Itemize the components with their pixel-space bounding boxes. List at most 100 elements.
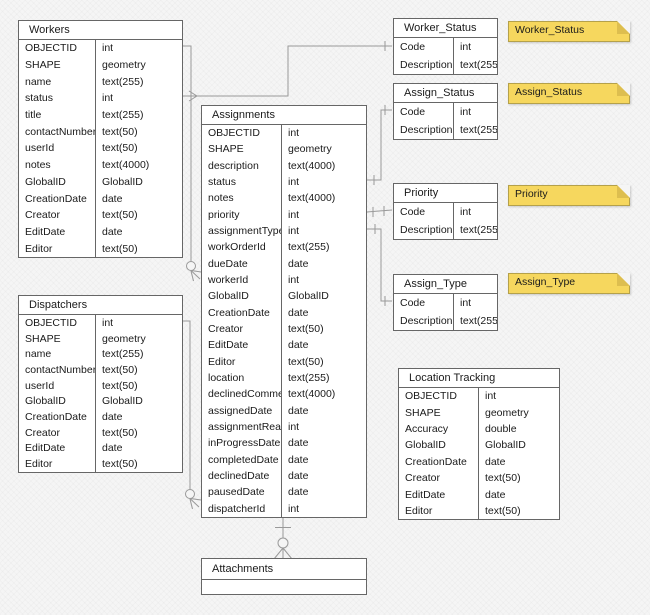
- entity-table-assign-type[interactable]: Assign_Type Code int Description text(25…: [393, 274, 498, 331]
- field-name: dispatcherId: [202, 500, 282, 517]
- table-row: workOrderId text(255): [202, 239, 366, 256]
- field-name: Editor: [202, 353, 282, 370]
- field-type: text(50): [102, 142, 138, 155]
- note-assign-type[interactable]: Assign_Type: [508, 273, 630, 294]
- table-title: Assignments: [202, 106, 366, 125]
- entity-table-dispatchers[interactable]: Dispatchers OBJECTID int SHAPE geometry …: [18, 295, 183, 473]
- table-row: dispatcherId int: [202, 500, 366, 517]
- entity-table-priority[interactable]: Priority Code int Description text(255): [393, 183, 498, 240]
- field-name: Creator: [19, 424, 96, 441]
- field-type: date: [288, 486, 309, 499]
- relation-workers-workerstatus[interactable]: [183, 41, 392, 101]
- table-title: Assign_Type: [394, 275, 497, 294]
- field-name: EditDate: [19, 440, 96, 457]
- field-type: int: [288, 176, 300, 189]
- field-type: text(4000): [288, 388, 336, 401]
- field-type: geometry: [102, 59, 146, 72]
- table-row: assignmentRead int: [202, 418, 366, 436]
- field-type: text(50): [102, 209, 138, 222]
- field-type: date: [288, 453, 309, 466]
- field-name: pausedDate: [202, 484, 282, 501]
- empty-row: [202, 580, 366, 594]
- entity-table-attachments[interactable]: Attachments: [201, 558, 367, 595]
- field-name: workerId: [202, 271, 282, 289]
- field-name: OBJECTID: [19, 315, 96, 331]
- field-type: date: [102, 442, 123, 455]
- relation-dispatchers-assignments[interactable]: [183, 321, 201, 509]
- field-name: status: [19, 90, 96, 107]
- field-type: geometry: [288, 143, 332, 156]
- field-name: GlobalID: [19, 173, 96, 191]
- table-row: status int: [202, 173, 366, 191]
- table-row: Description text(255): [394, 121, 497, 139]
- field-type: text(255): [460, 224, 497, 236]
- table-row: declinedDate date: [202, 467, 366, 485]
- entity-table-assign-status[interactable]: Assign_Status Code int Description text(…: [393, 83, 498, 140]
- field-name: completedDate: [202, 451, 282, 468]
- field-name: CreationDate: [19, 409, 96, 425]
- field-type: date: [485, 455, 506, 468]
- field-type: text(255): [102, 109, 144, 122]
- table-row: assignedDate date: [202, 402, 366, 419]
- field-name: OBJECTID: [19, 40, 96, 57]
- table-title: Priority: [394, 184, 497, 203]
- table-row: SHAPE geometry: [202, 141, 366, 158]
- field-name: Creator: [202, 320, 282, 338]
- relation-assignments-assignstatus[interactable]: [367, 105, 392, 185]
- table-row: Creator text(50): [19, 424, 182, 441]
- table-row: notes text(4000): [202, 190, 366, 207]
- table-row: dueDate date: [202, 255, 366, 272]
- field-type: int: [288, 127, 300, 140]
- field-name: CreationDate: [202, 304, 282, 321]
- field-name: SHAPE: [19, 56, 96, 74]
- field-type: text(255): [288, 241, 330, 254]
- field-type: text(255): [460, 124, 497, 136]
- table-row: userId text(50): [19, 140, 182, 157]
- field-name: CreationDate: [399, 453, 479, 470]
- table-row: Code int: [394, 294, 497, 312]
- field-name: dueDate: [202, 255, 282, 272]
- field-type: text(255): [102, 75, 144, 88]
- note-priority[interactable]: Priority: [508, 185, 630, 206]
- field-type: int: [485, 390, 497, 403]
- field-type: date: [288, 339, 309, 352]
- field-type: date: [102, 410, 123, 423]
- table-row: CreationDate date: [399, 453, 559, 470]
- entity-table-worker-status[interactable]: Worker_Status Code int Description text(…: [393, 18, 498, 75]
- table-row: Code int: [394, 38, 497, 56]
- field-type: text(4000): [288, 159, 336, 172]
- field-type: date: [288, 470, 309, 483]
- table-row: title text(255): [19, 106, 182, 124]
- note-title: Priority: [515, 188, 548, 200]
- relation-assignments-assigntype[interactable]: [367, 224, 392, 306]
- entity-table-workers[interactable]: Workers OBJECTID int SHAPE geometry name…: [18, 20, 183, 258]
- field-name: userId: [19, 377, 96, 394]
- field-type: date: [102, 225, 123, 238]
- note-worker-status[interactable]: Worker_Status: [508, 21, 630, 42]
- field-type: text(50): [288, 323, 324, 336]
- table-row: workerId int: [202, 271, 366, 289]
- field-name: Code: [394, 38, 454, 56]
- relation-assignments-priority[interactable]: [367, 206, 392, 217]
- table-row: EditDate date: [399, 486, 559, 503]
- field-type: text(4000): [288, 192, 336, 205]
- field-name: priority: [202, 206, 282, 223]
- field-name: EditDate: [202, 337, 282, 354]
- note-assign-status[interactable]: Assign_Status: [508, 83, 630, 104]
- entity-table-location-tracking[interactable]: Location Tracking OBJECTID int SHAPE geo…: [398, 368, 560, 521]
- relation-assignments-attachments[interactable]: [274, 515, 292, 559]
- field-name: inProgressDate: [202, 435, 282, 452]
- table-row: Description text(255): [394, 312, 497, 330]
- table-row: EditDate date: [19, 223, 182, 241]
- relation-workers-assignments[interactable]: [183, 46, 201, 281]
- note-title: Worker_Status: [515, 24, 585, 36]
- field-type: int: [460, 106, 472, 118]
- table-row: GlobalID GlobalID: [19, 393, 182, 410]
- table-row: Editor text(50): [202, 353, 366, 370]
- entity-table-assignments[interactable]: Assignments OBJECTID int SHAPE geometry …: [201, 105, 367, 518]
- field-name: GlobalID: [202, 288, 282, 305]
- field-name: location: [202, 369, 282, 387]
- field-name: name: [19, 73, 96, 91]
- field-name: Code: [394, 203, 454, 221]
